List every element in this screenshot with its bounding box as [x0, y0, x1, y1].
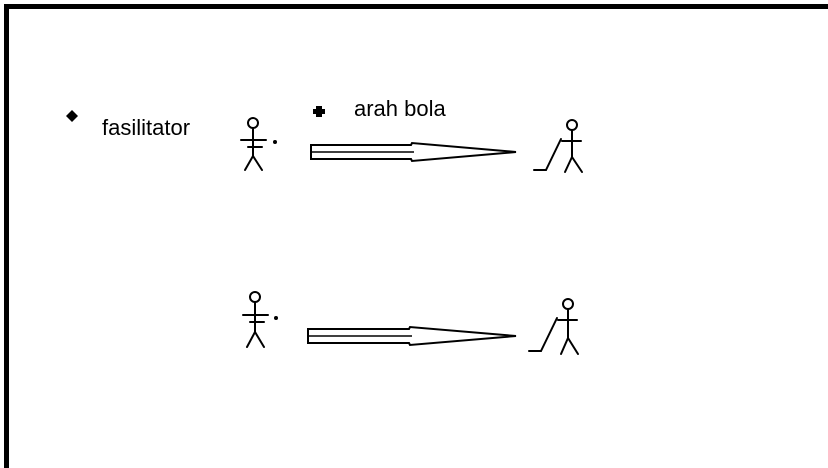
ball-2	[274, 316, 278, 320]
diagram-frame	[4, 4, 828, 468]
ball-direction-label: arah bola	[354, 96, 446, 121]
facilitator-figure-2	[242, 291, 269, 348]
receiver-figure-1	[533, 119, 583, 173]
ball-direction-arrow-2	[307, 325, 517, 347]
fasilitator-marker	[66, 110, 78, 122]
ball-1	[273, 140, 277, 144]
fasilitator-label: fasilitator	[102, 115, 191, 140]
ball-direction-arrow-1	[310, 141, 517, 163]
receiver-figure-2	[528, 298, 579, 355]
ball-direction-marker	[313, 106, 325, 117]
facilitator-figure-1	[240, 117, 267, 171]
